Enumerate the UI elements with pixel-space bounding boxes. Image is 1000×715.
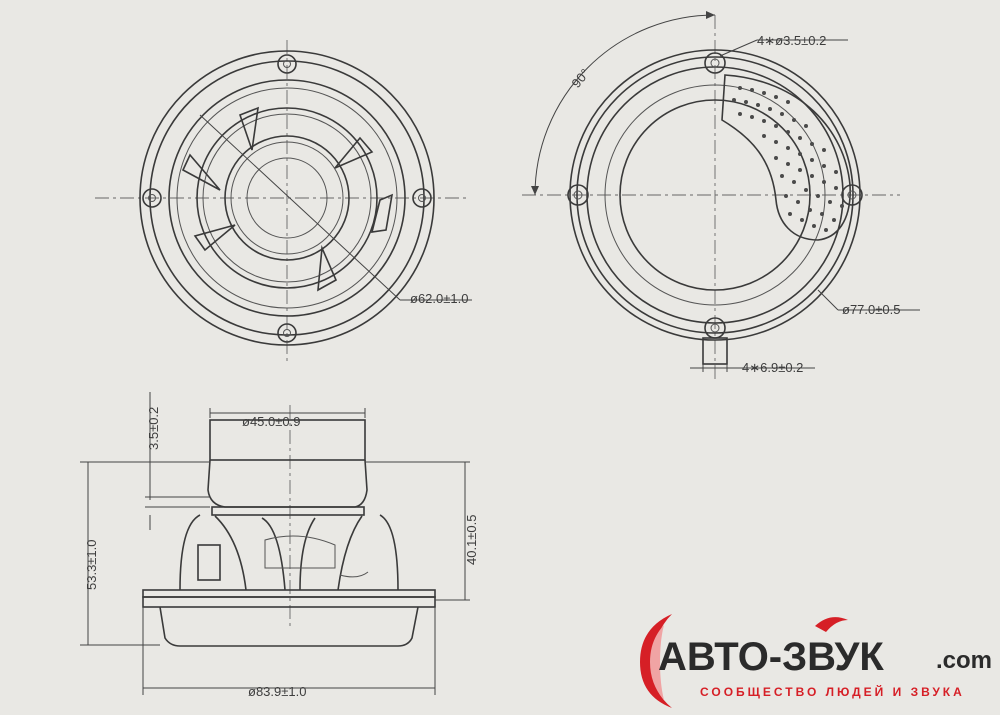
magnet-offset-label: 3.5±0.2 <box>146 407 161 450</box>
grille-dots <box>732 86 844 232</box>
angle-label: 90° <box>568 66 592 91</box>
frame-diameter-label: ø83.9±1.0 <box>248 684 306 699</box>
logo-swoosh-inner <box>650 625 664 700</box>
logo-swoosh-outer <box>640 614 672 708</box>
tab-width-label: 4∗6.9±0.2 <box>742 360 803 375</box>
back-diameter-label: ø77.0±0.5 <box>842 302 900 317</box>
front-view: ø62.0±1.0 <box>95 40 472 365</box>
logo: АВТО-ЗВУК .com СООБЩЕСТВО ЛЮДЕЙ И ЗВУКА <box>640 614 992 708</box>
total-height-label: 53.3±1.0 <box>84 539 99 590</box>
magnet-diameter-label: ø45.0±0.9 <box>242 414 300 429</box>
logo-domain: .com <box>936 647 992 674</box>
front-diameter-label: ø62.0±1.0 <box>410 291 468 306</box>
mount-holes-label: 4∗ø3.5±0.2 <box>757 33 826 48</box>
basket-height-label: 40.1±0.5 <box>464 514 479 565</box>
logo-tagline: СООБЩЕСТВО ЛЮДЕЙ И ЗВУКА <box>700 684 965 699</box>
logo-name: АВТО-ЗВУК <box>658 635 884 679</box>
logo-swoosh-top <box>815 617 848 632</box>
rear-view: 90° 4∗ø3.5±0.2 ø77.0±0.5 4∗6.9±0.2 <box>522 11 920 380</box>
side-view: ø45.0±0.9 3.5±0.2 53.3±1.0 40.1±0.5 ø83.… <box>80 392 479 699</box>
